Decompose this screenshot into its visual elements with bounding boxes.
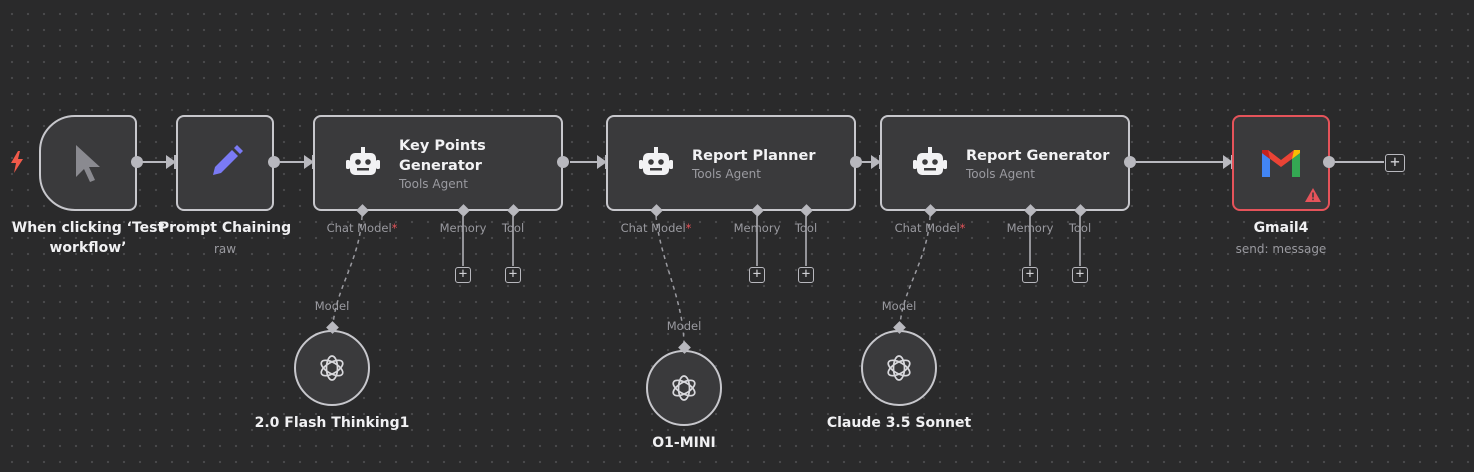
chat-model-port-label: Chat Model*	[620, 221, 692, 235]
model-port-label: Model	[881, 299, 917, 313]
report-planner-node[interactable]: Report Planner Tools Agent	[606, 115, 856, 211]
pencil-icon	[213, 145, 243, 175]
report-planner-subtitle: Tools Agent	[692, 166, 761, 181]
key-points-title: Key Points Generator	[399, 137, 486, 174]
gmail-node-title: Gmail4	[1253, 220, 1309, 236]
gmail-icon	[1262, 150, 1300, 177]
add-memory-button[interactable]: +	[1022, 267, 1038, 283]
robot-icon	[639, 147, 673, 175]
trigger-node[interactable]	[39, 115, 137, 211]
key-points-output-port[interactable]	[557, 156, 569, 168]
report-generator-node[interactable]: Report Generator Tools Agent	[880, 115, 1130, 211]
report-planner-title: Report Planner	[692, 147, 816, 164]
add-memory-button[interactable]: +	[749, 267, 765, 283]
openai-icon	[887, 355, 911, 381]
add-tool-button[interactable]: +	[798, 267, 814, 283]
model-node-title: 2.0 Flash Thinking1	[254, 415, 410, 431]
openai-icon	[320, 355, 344, 381]
chat-model-port-label: Chat Model*	[894, 221, 966, 235]
model-node-title: O1-MINI	[652, 435, 716, 451]
memory-port-label: Memory	[733, 221, 781, 235]
tool-port-label: Tool	[1068, 221, 1092, 235]
report-planner-output-port[interactable]	[850, 156, 862, 168]
edge-model-2	[655, 215, 685, 347]
gmail-output-port[interactable]	[1323, 156, 1335, 168]
report-generator-output-port[interactable]	[1124, 156, 1136, 168]
model-node-o1-mini[interactable]	[646, 350, 722, 426]
tool-port-label: Tool	[794, 221, 818, 235]
trigger-node-title: When clicking ‘Test workflow’	[11, 220, 165, 256]
model-port-label: Model	[666, 319, 702, 333]
robot-icon	[346, 147, 380, 175]
report-generator-title: Report Generator	[966, 147, 1110, 164]
key-points-subtitle: Tools Agent	[399, 176, 468, 191]
memory-port-label: Memory	[1006, 221, 1054, 235]
warning-icon[interactable]	[1304, 187, 1322, 203]
openai-icon	[672, 375, 696, 401]
model-node-title: Claude 3.5 Sonnet	[826, 415, 972, 431]
prompt-node-subtitle: raw	[213, 242, 237, 256]
key-points-generator-node[interactable]: Key Points Generator Tools Agent	[313, 115, 563, 211]
add-next-node-button[interactable]: +	[1385, 154, 1405, 172]
add-memory-button[interactable]: +	[455, 267, 471, 283]
model-node-flash-thinking[interactable]	[294, 330, 370, 406]
trigger-bolt-icon	[11, 151, 23, 173]
model-node-claude-sonnet[interactable]	[861, 330, 937, 406]
prompt-output-port[interactable]	[268, 156, 280, 168]
prompt-node-title: Prompt Chaining	[158, 220, 292, 236]
tool-port-label: Tool	[501, 221, 525, 235]
cursor-icon	[76, 145, 100, 182]
add-tool-button[interactable]: +	[505, 267, 521, 283]
robot-icon	[913, 147, 947, 175]
trigger-output-port[interactable]	[131, 156, 143, 168]
gmail-node-subtitle: send: message	[1235, 242, 1327, 256]
chat-model-port-label: Chat Model*	[326, 221, 398, 235]
memory-port-label: Memory	[439, 221, 487, 235]
prompt-chaining-node[interactable]	[176, 115, 274, 211]
gmail-node[interactable]	[1232, 115, 1330, 211]
model-port-label: Model	[314, 299, 350, 313]
report-generator-subtitle: Tools Agent	[966, 166, 1035, 181]
add-tool-button[interactable]: +	[1072, 267, 1088, 283]
